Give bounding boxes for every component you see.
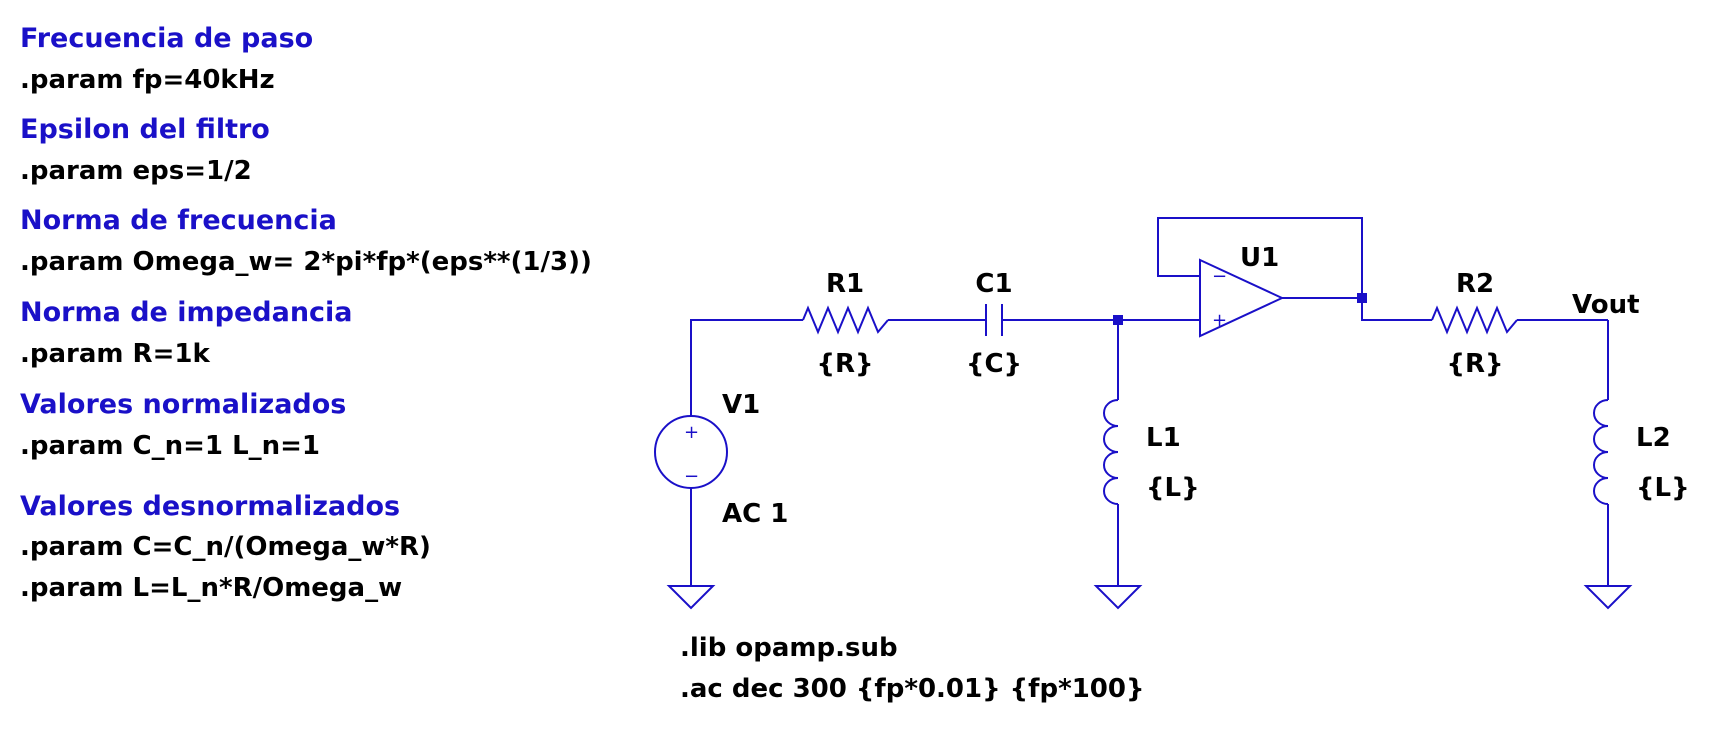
ground-v1[interactable] [666,585,716,610]
inductor-l2-value: {L} [1636,473,1690,503]
junction-node-u1-out [1357,293,1367,303]
comment-valores-desnormalizados[interactable]: Valores desnormalizados [20,491,400,522]
junctions [1113,293,1367,325]
resistor-r1-name: R1 [826,269,864,299]
directive-ac[interactable]: .ac dec 300 {fp*0.01} {fp*100} [680,674,1144,704]
ground-l2[interactable] [1583,585,1633,610]
wire-u1-feedback[interactable] [1157,217,1363,298]
opamp-u1-name: U1 [1240,243,1279,273]
resistor-r1-value: {R} [816,349,873,379]
directive-param-eps[interactable]: .param eps=1/2 [20,156,252,186]
inductor-l2[interactable]: L2 {L} [1593,399,1690,505]
inductor-l1[interactable]: L1 {L} [1103,399,1200,505]
inductor-l1-name: L1 [1146,423,1181,453]
resistor-r2-symbol [1431,305,1518,335]
inductor-l2-name: L2 [1636,423,1671,453]
ground-v1-symbol [666,585,716,610]
comment-valores-normalizados[interactable]: Valores normalizados [20,389,346,420]
resistor-r2-value: {R} [1446,349,1503,379]
directive-param-c[interactable]: .param C=C_n/(Omega_w*R) [20,532,431,562]
voltage-source-v1-value: AC 1 [722,499,788,529]
comment-norma-de-impedancia[interactable]: Norma de impedancia [20,297,353,328]
capacitor-c1-value: {C} [966,349,1022,379]
comment-epsilon-del-filtro[interactable]: Epsilon del filtro [20,114,270,145]
resistor-r1-symbol [802,305,889,335]
resistor-r1[interactable]: R1 {R} [802,269,889,379]
voltage-source-v1-circle [654,415,728,489]
opamp-u1-minus-sign: − [1212,266,1227,287]
comment-norma-de-frecuencia[interactable]: Norma de frecuencia [20,205,337,236]
parameter-block: Frecuencia de paso .param fp=40kHz Epsil… [20,23,592,603]
voltage-source-v1-plus-sign: + [684,422,699,443]
directive-param-r[interactable]: .param R=1k [20,339,210,369]
wire-v1-to-r1[interactable] [690,319,803,408]
inductor-l2-coil [1593,399,1609,505]
resistor-r2[interactable]: R2 {R} [1431,269,1518,379]
wires [690,217,1609,586]
opamp-u1-plus-sign: + [1212,310,1227,331]
ground-l1-symbol [1093,585,1143,610]
inductor-l1-coil [1103,399,1119,505]
capacitor-c1-name: C1 [975,269,1012,299]
directive-param-omega-w[interactable]: .param Omega_w= 2*pi*fp*(eps**(1/3)) [20,247,592,277]
voltage-source-v1[interactable]: + − V1 AC 1 [654,390,788,529]
directive-lib[interactable]: .lib opamp.sub [680,633,898,663]
ground-l2-symbol [1583,585,1633,610]
directive-param-l[interactable]: .param L=L_n*R/Omega_w [20,573,402,603]
opamp-u1-triangle [1199,258,1285,338]
resistor-r2-name: R2 [1456,269,1494,299]
directive-param-fp[interactable]: .param fp=40kHz [20,65,275,95]
voltage-source-v1-minus-sign: − [684,466,699,487]
capacitor-c1[interactable]: C1 {C} [966,269,1022,379]
comment-frecuencia-de-paso[interactable]: Frecuencia de paso [20,23,313,54]
opamp-u1[interactable]: − + U1 [1199,243,1285,338]
net-label-vout[interactable]: Vout [1572,290,1640,320]
directive-param-cn-ln[interactable]: .param C_n=1 L_n=1 [20,431,320,461]
ground-l1[interactable] [1093,585,1143,610]
voltage-source-v1-name: V1 [722,390,760,420]
analysis-block: .lib opamp.sub .ac dec 300 {fp*0.01} {fp… [680,633,1144,704]
wire-node-to-r2[interactable] [1361,298,1432,321]
inductor-l1-value: {L} [1146,473,1200,503]
junction-node-lc [1113,315,1123,325]
